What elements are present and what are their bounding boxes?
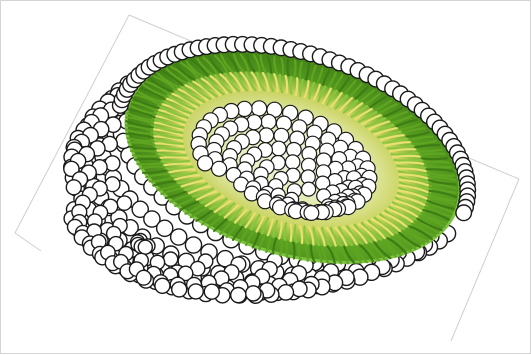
lipid-head bbox=[157, 220, 173, 236]
lipid-tail bbox=[288, 60, 289, 76]
lipid-head bbox=[138, 240, 152, 254]
lipid-head bbox=[278, 285, 293, 300]
lipid-head bbox=[198, 156, 213, 171]
lipid-tail bbox=[135, 159, 160, 160]
lipid-head bbox=[252, 101, 267, 116]
lipid-head bbox=[185, 237, 201, 253]
lipid-head bbox=[172, 282, 187, 297]
lipid-head bbox=[246, 286, 261, 301]
lipid-head bbox=[212, 161, 227, 176]
lipid-tail bbox=[294, 61, 295, 77]
lipid-head bbox=[66, 180, 81, 195]
lipid-tail bbox=[422, 158, 447, 159]
lipid-tail bbox=[293, 243, 294, 259]
lipid-head bbox=[286, 155, 300, 169]
lipid-head bbox=[456, 205, 472, 221]
lipid-head bbox=[136, 270, 151, 285]
lipid-head bbox=[231, 288, 246, 303]
lipid-tail bbox=[137, 163, 162, 164]
lipid-tail bbox=[291, 224, 292, 241]
lipid-tail bbox=[163, 161, 189, 162]
lipid-head bbox=[164, 252, 178, 266]
lipid-tail bbox=[395, 160, 422, 161]
lipid-head bbox=[188, 284, 203, 299]
lipid-tail bbox=[424, 162, 449, 163]
lipid-head bbox=[304, 206, 319, 221]
lipid-tail bbox=[133, 155, 158, 156]
lipid-head bbox=[204, 284, 219, 299]
lipid-tail bbox=[161, 157, 188, 158]
lipid-tail bbox=[393, 156, 419, 157]
lipid-head bbox=[274, 128, 289, 143]
lipid-head bbox=[259, 128, 274, 143]
lipid-head bbox=[117, 196, 131, 210]
lipid-head bbox=[271, 141, 286, 156]
lipid-head bbox=[155, 278, 170, 293]
lipid-tail bbox=[291, 77, 292, 94]
lipid-head bbox=[261, 114, 276, 129]
lipid-tail bbox=[420, 154, 445, 155]
lipid-head bbox=[302, 182, 316, 196]
lipid-head bbox=[171, 229, 187, 245]
lipid-tail bbox=[286, 241, 287, 257]
